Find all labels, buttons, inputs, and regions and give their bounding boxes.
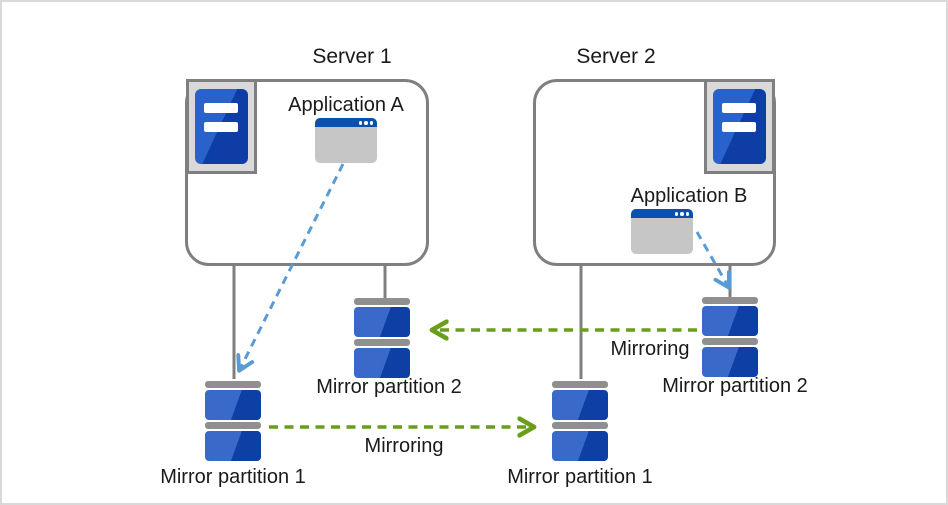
server-tower-icon bbox=[195, 89, 248, 164]
mirroring-label-bottom: Mirroring bbox=[364, 435, 444, 457]
mirroring-label-top: Mirroring bbox=[610, 338, 690, 360]
right-mirror-partition2-label: Mirror partition 2 bbox=[662, 375, 808, 397]
app-window-icon bbox=[631, 209, 693, 254]
left-mirror-partition1-label: Mirror partition 1 bbox=[160, 466, 306, 488]
tower-slot-icon bbox=[204, 103, 238, 113]
tower-slot-icon bbox=[722, 122, 756, 132]
server1-title: Server 1 bbox=[312, 45, 392, 68]
disk-partition-icon bbox=[354, 298, 410, 378]
window-dots-icon bbox=[674, 212, 689, 216]
window-dots-icon bbox=[358, 121, 373, 125]
application-b-label: Application B bbox=[630, 185, 748, 207]
application-a-label: Application A bbox=[288, 94, 404, 116]
right-mirror-partition1-label: Mirror partition 1 bbox=[507, 466, 653, 488]
window-titlebar bbox=[631, 209, 693, 218]
disk-partition-icon bbox=[205, 381, 261, 461]
server2-tower-frame bbox=[704, 79, 775, 174]
server1-tower-frame bbox=[186, 79, 257, 174]
server-tower-icon bbox=[713, 89, 766, 164]
tower-slot-icon bbox=[204, 122, 238, 132]
left-mirror-partition2-label: Mirror partition 2 bbox=[316, 376, 462, 398]
disk-partition-icon bbox=[552, 381, 608, 461]
app-window-icon bbox=[315, 118, 377, 163]
window-titlebar bbox=[315, 118, 377, 127]
disk-partition-icon bbox=[702, 297, 758, 377]
tower-slot-icon bbox=[722, 103, 756, 113]
server2-title: Server 2 bbox=[576, 45, 656, 68]
